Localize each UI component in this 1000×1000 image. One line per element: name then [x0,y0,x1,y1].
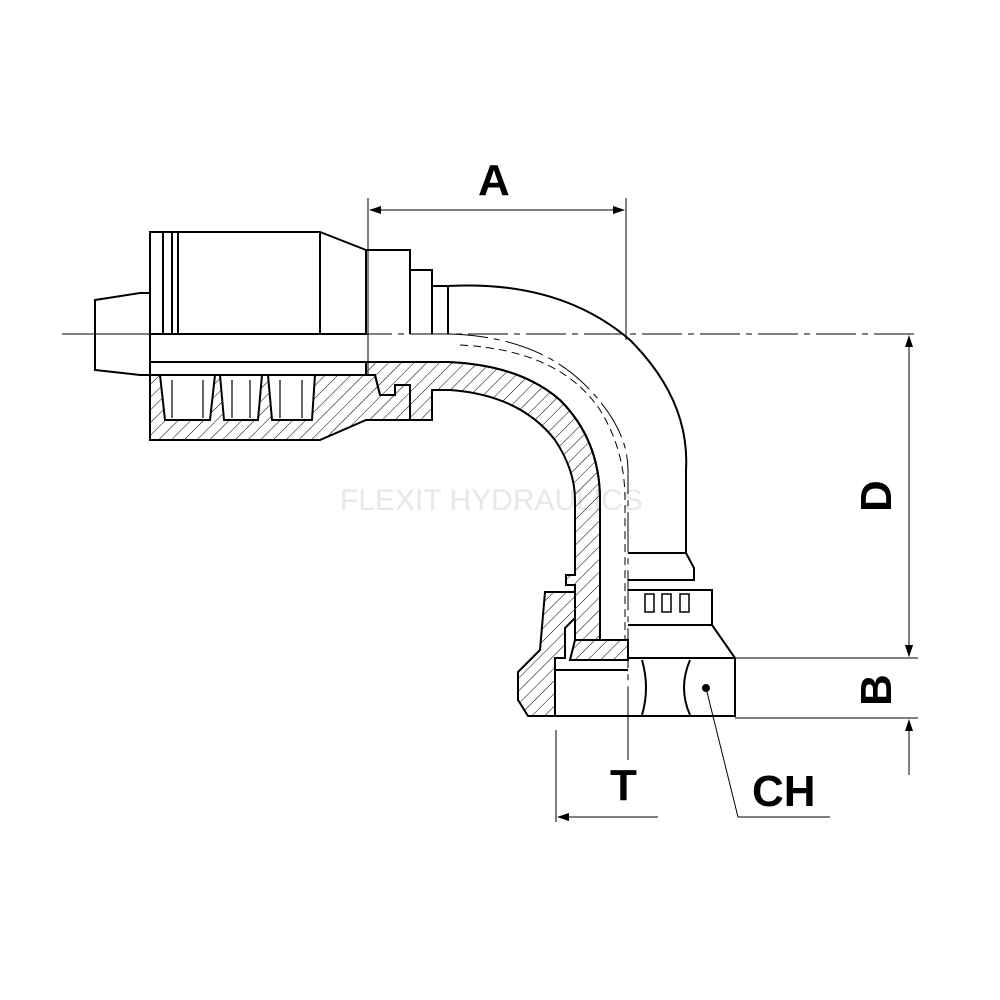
hose-insert [94,292,151,376]
ferrule-upper [149,231,448,335]
bore-hidden-line [459,344,626,640]
swivel-nut [517,552,736,717]
dimensions [367,198,918,822]
label-d: D [852,480,901,512]
dim-ch-leader [705,687,830,818]
label-ch: CH [752,767,816,816]
elbow-wall-section [150,361,601,641]
label-a: A [478,156,510,205]
elbow-tube [447,284,688,553]
label-t: T [610,761,637,810]
ferrule-section [149,374,411,441]
label-b: B [852,674,901,706]
